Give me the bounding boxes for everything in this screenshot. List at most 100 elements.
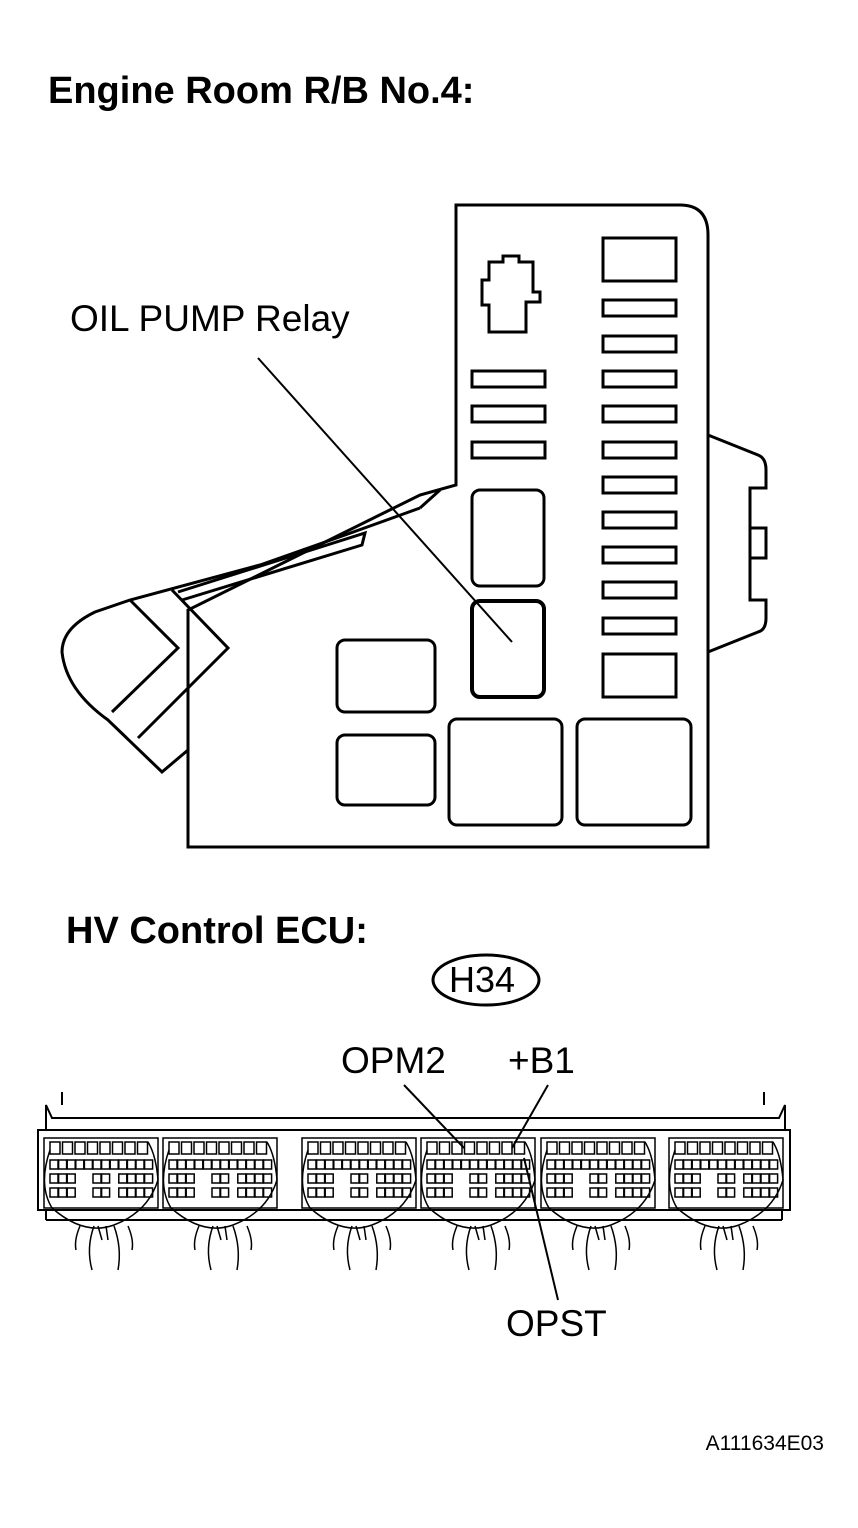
ecu-pin	[434, 1173, 445, 1184]
ecu-pin	[324, 1187, 334, 1198]
ecu-pin	[109, 1159, 119, 1170]
ecu-pin	[118, 1173, 128, 1184]
ecu-wire	[74, 1225, 81, 1251]
ecu-pin	[520, 1159, 531, 1170]
ecu-pin	[393, 1159, 403, 1170]
ecu-wire	[113, 1225, 121, 1271]
ecu-pin	[589, 1159, 599, 1170]
ecu-pin	[168, 1187, 178, 1198]
ecu-pin	[434, 1187, 445, 1198]
ecu-pin	[751, 1159, 762, 1170]
ecu-pin	[743, 1173, 753, 1184]
ecu-pin	[632, 1159, 642, 1170]
ecu-pin	[180, 1141, 193, 1155]
ecu-latch-arc	[43, 1141, 159, 1229]
ecu-latch-arc	[301, 1141, 417, 1229]
ecu-pin	[350, 1187, 360, 1198]
ecu-pin	[615, 1159, 625, 1170]
ecu-pin	[135, 1187, 145, 1198]
ecu-pin	[495, 1173, 505, 1184]
ecu-pin	[760, 1173, 770, 1184]
ecu-wire	[738, 1225, 746, 1271]
ecu-pin	[760, 1159, 770, 1170]
ecu-pin	[426, 1187, 436, 1198]
ecu-pin	[761, 1141, 774, 1155]
ecu-pin	[443, 1173, 453, 1184]
ecu-pin	[682, 1173, 693, 1184]
ecu-pin	[674, 1173, 684, 1184]
ecu-pin	[75, 1159, 85, 1170]
ecu-latch-arc	[162, 1141, 278, 1229]
ecu-pin	[143, 1159, 154, 1170]
ecu-pin	[512, 1187, 522, 1198]
ecu-pin	[100, 1173, 111, 1184]
b1-leader	[511, 1084, 549, 1149]
ecu-pin	[743, 1159, 753, 1170]
ecu-pin	[168, 1159, 178, 1170]
ecu-pin	[358, 1159, 369, 1170]
ecu-wire	[610, 1225, 618, 1271]
ecu-wire	[355, 1225, 367, 1241]
ecu-pin	[136, 1141, 149, 1155]
ecu-pin	[725, 1159, 736, 1170]
ecu-pin	[691, 1173, 701, 1184]
ecu-pin	[307, 1141, 319, 1155]
ecu-pin	[118, 1159, 128, 1170]
ecu-pin	[315, 1173, 326, 1184]
ecu-pin	[640, 1173, 651, 1184]
ecu-pin	[623, 1159, 634, 1170]
ecu-pin	[384, 1173, 395, 1184]
ecu-pin	[674, 1159, 684, 1170]
ecu-pin	[623, 1173, 634, 1184]
ecu-wire	[490, 1225, 498, 1271]
ecu-pin	[674, 1187, 684, 1198]
ecu-pin	[469, 1187, 479, 1198]
ecu-pin	[376, 1187, 386, 1198]
ecu-pin	[237, 1173, 247, 1184]
ecu-pin	[633, 1141, 646, 1155]
ecu-pin	[751, 1173, 762, 1184]
ecu-pin	[724, 1141, 736, 1155]
ecu-wire	[346, 1225, 353, 1271]
ecu-pin	[185, 1173, 195, 1184]
ecu-pin	[126, 1187, 137, 1198]
ecu-pin	[554, 1173, 565, 1184]
ecu-pin	[57, 1173, 68, 1184]
ecu-pin	[245, 1159, 256, 1170]
ecu-pin	[376, 1159, 386, 1170]
ecu-title: HV Control ECU:	[66, 910, 368, 952]
ecu-pin	[143, 1173, 154, 1184]
ecu-pin	[332, 1141, 344, 1155]
ecu-pin	[237, 1187, 247, 1198]
ecu-pin	[218, 1141, 230, 1155]
ecu-pin	[74, 1141, 86, 1155]
connector-code-badge	[431, 953, 541, 1007]
ecu-pin	[426, 1173, 436, 1184]
ecu-pin	[315, 1187, 326, 1198]
ecu-pin	[711, 1141, 724, 1155]
oil-pump-relay-label: OIL PUMP Relay	[70, 298, 350, 339]
ecu-pin	[384, 1159, 395, 1170]
ecu-pin	[512, 1173, 522, 1184]
ecu-pin	[477, 1187, 488, 1198]
ecu-pin	[262, 1159, 273, 1170]
ecu-wire	[699, 1225, 706, 1251]
ecu-pin	[597, 1187, 608, 1198]
opst-terminal-label: OPST	[506, 1303, 607, 1344]
ecu-pin	[358, 1173, 369, 1184]
ecu-pin	[255, 1141, 268, 1155]
ecu-pin	[211, 1159, 221, 1170]
ecu-pin	[393, 1187, 403, 1198]
ecu-pin	[725, 1173, 736, 1184]
ecu-pin	[202, 1159, 213, 1170]
ecu-pin	[623, 1187, 634, 1198]
ecu-pin	[49, 1173, 59, 1184]
ecu-pin	[615, 1173, 625, 1184]
ecu-pin	[632, 1173, 642, 1184]
ecu-latch-arc	[668, 1141, 784, 1229]
ecu-pin	[674, 1141, 686, 1155]
ecu-pin	[563, 1159, 573, 1170]
ecu-pin	[324, 1173, 334, 1184]
ecu-pin	[219, 1159, 230, 1170]
ecu-pin	[572, 1159, 582, 1170]
